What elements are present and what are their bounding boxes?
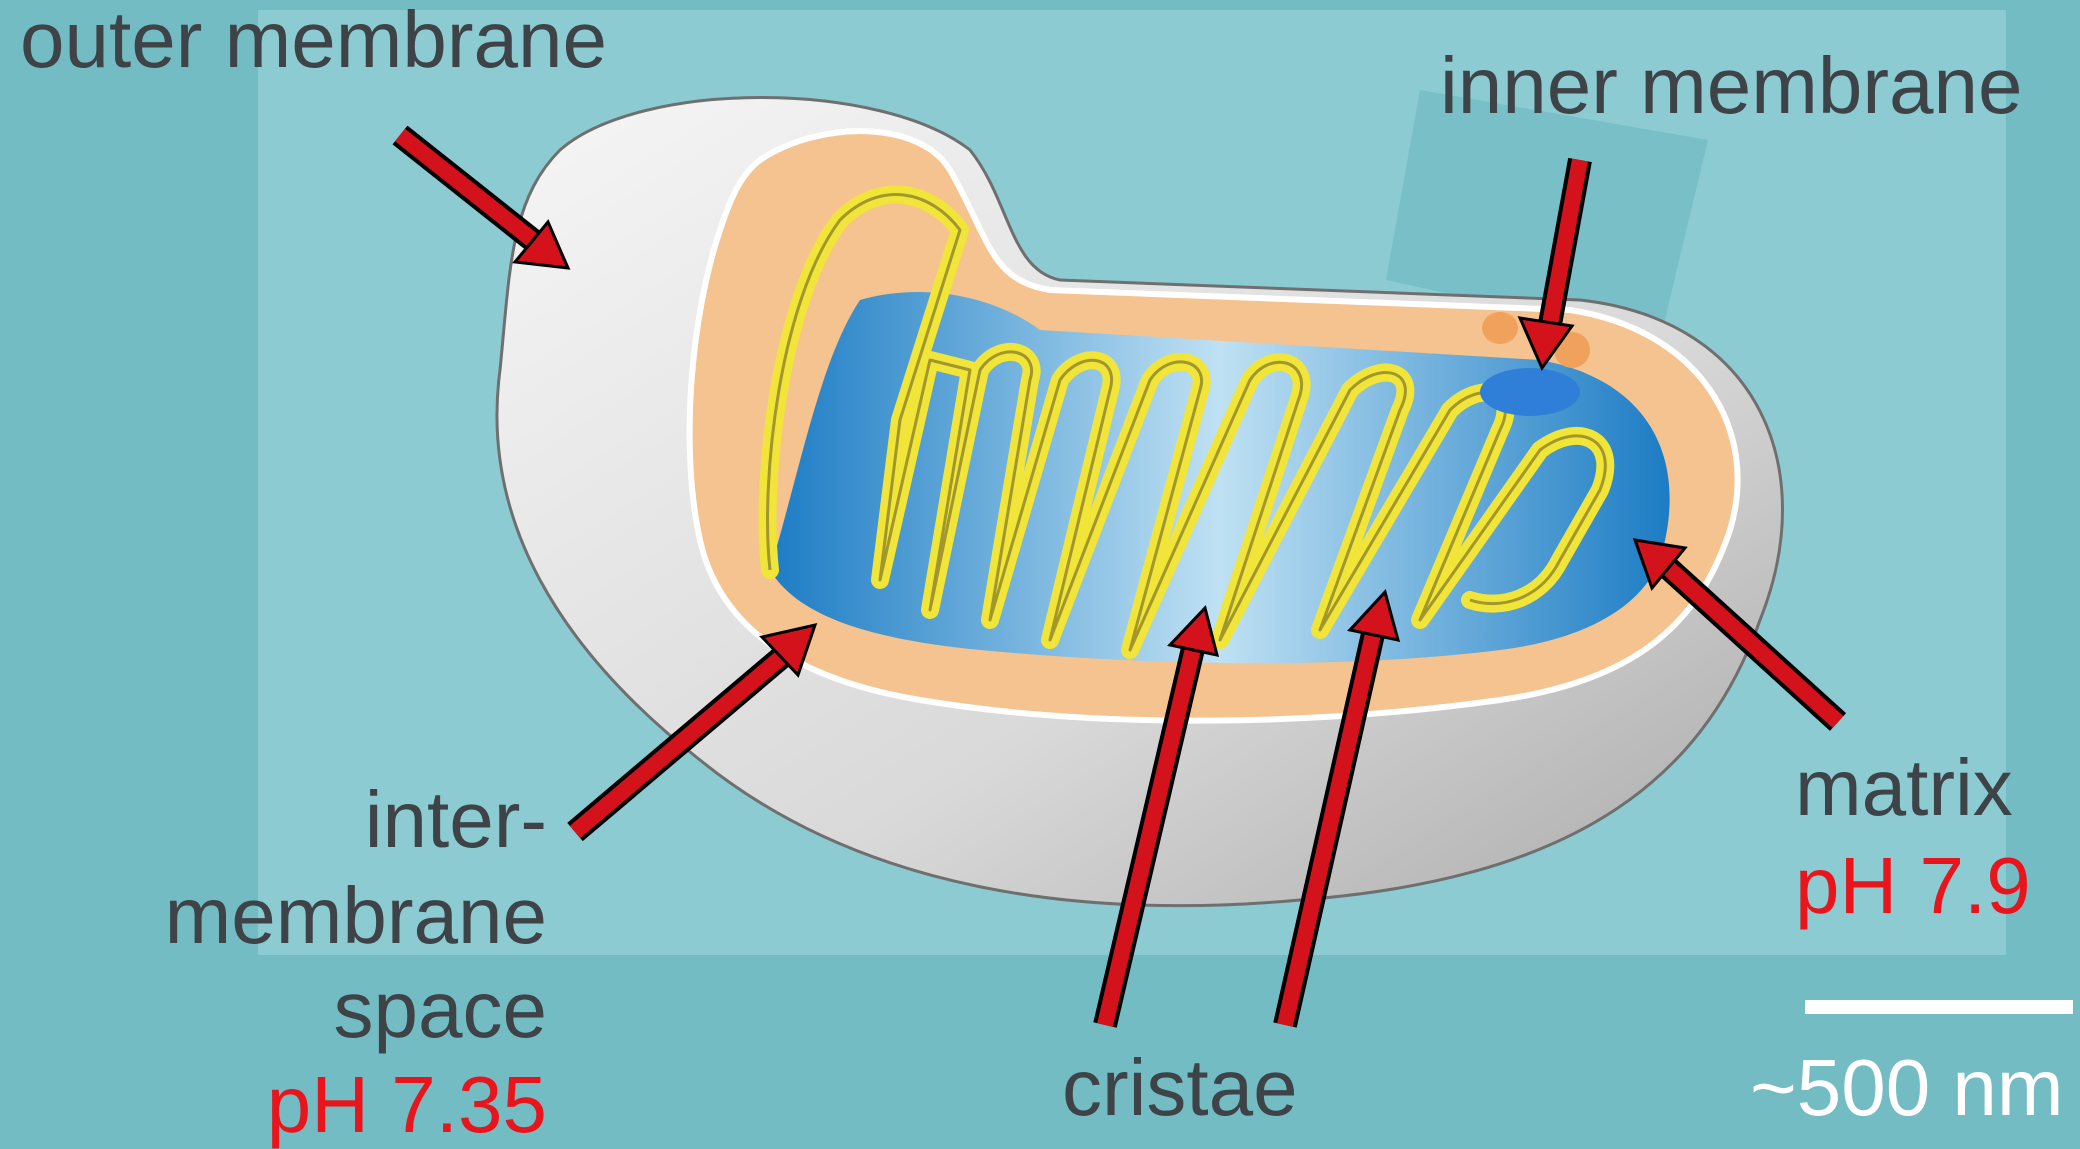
membrane-protein	[1482, 312, 1518, 344]
label-cristae: cristae	[1062, 1048, 1298, 1128]
label-intermembrane-line1: inter-	[365, 780, 547, 860]
label-outer-membrane: outer membrane	[20, 0, 607, 80]
label-intermembrane-line3: space	[334, 970, 547, 1050]
scale-bar	[1805, 1000, 2073, 1014]
label-matrix: matrix	[1795, 748, 2013, 828]
scale-bar-label: ~500 nm	[1750, 1048, 2064, 1128]
label-intermembrane-ph: pH 7.35	[267, 1065, 547, 1145]
membrane-protein	[1480, 368, 1580, 416]
label-matrix-ph: pH 7.9	[1795, 846, 2031, 926]
label-inner-membrane: inner membrane	[1440, 46, 2023, 126]
label-intermembrane-line2: membrane	[165, 876, 547, 956]
